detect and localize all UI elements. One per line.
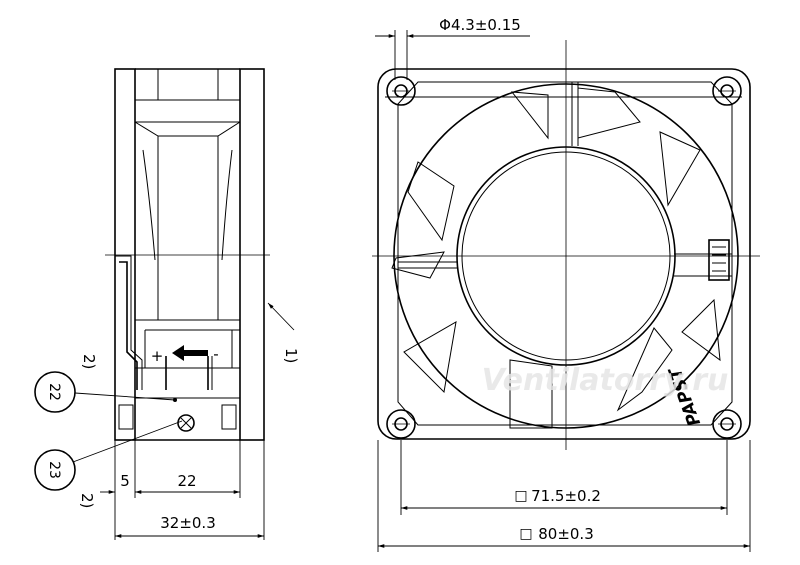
callout-2-upper: 2)	[80, 354, 98, 369]
balloon-22	[34, 371, 76, 413]
dim-total-depth: 32±0.3	[160, 514, 216, 532]
grounding-screw	[177, 414, 195, 432]
hole-pitch-dim: 71.5±0.2	[531, 487, 601, 505]
balloon-23-label: 23	[46, 461, 62, 479]
square-symbol-2: □	[519, 526, 532, 542]
square-symbol-1: □	[514, 488, 527, 504]
front-frame-outer	[377, 68, 751, 440]
dim-22: 22	[177, 472, 196, 490]
balloon-22-label: 22	[46, 383, 62, 401]
callout-1: 1)	[282, 348, 300, 363]
dim-5: 5	[120, 472, 130, 490]
wire-clip	[708, 239, 730, 281]
callout-2-lower: 2)	[78, 493, 96, 508]
side-frame-right-flange	[239, 68, 265, 441]
plus-sign: +	[151, 347, 164, 365]
airflow-arrow-icon	[172, 345, 208, 361]
minus-sign: -	[213, 345, 218, 363]
side-view: + - 1) 2) 22 23 2) 5	[34, 68, 300, 540]
balloon-23	[34, 449, 76, 491]
side-frame-left-flange	[114, 68, 136, 441]
hole-diameter-dim: Φ4.3±0.15	[439, 16, 521, 34]
front-view: PAPST Φ4.3±0.15 □ 71.5±0.2 □ 80±0.3	[372, 16, 760, 552]
watermark: Ventilatorry.ru	[482, 363, 729, 398]
frame-size-dim: 80±0.3	[538, 525, 594, 543]
